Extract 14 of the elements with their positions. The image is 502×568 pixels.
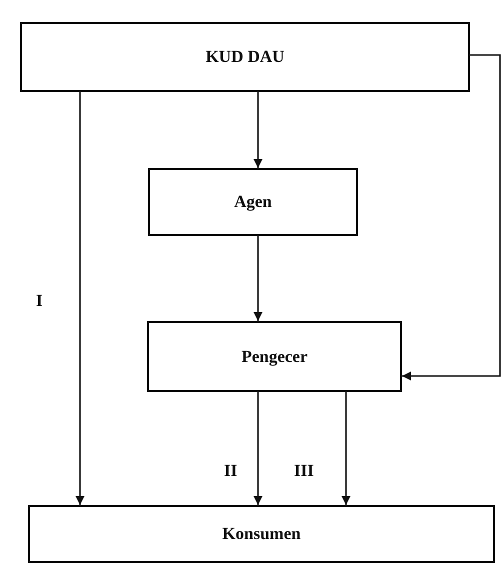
- process-box: [20, 22, 470, 92]
- arrow: [402, 54, 501, 380]
- arrow: [76, 92, 84, 505]
- box-label: Konsumen: [222, 524, 301, 544]
- box-label: Agen: [234, 192, 272, 212]
- arrow: [254, 392, 262, 505]
- box-label: Pengecer: [241, 346, 308, 366]
- process-box: [147, 321, 402, 392]
- arrow: [254, 92, 262, 168]
- arrow: [342, 392, 350, 505]
- box-label: KUD DAU: [206, 47, 284, 67]
- process-box: [148, 168, 358, 236]
- arrow: [254, 236, 262, 321]
- process-box: [28, 505, 495, 563]
